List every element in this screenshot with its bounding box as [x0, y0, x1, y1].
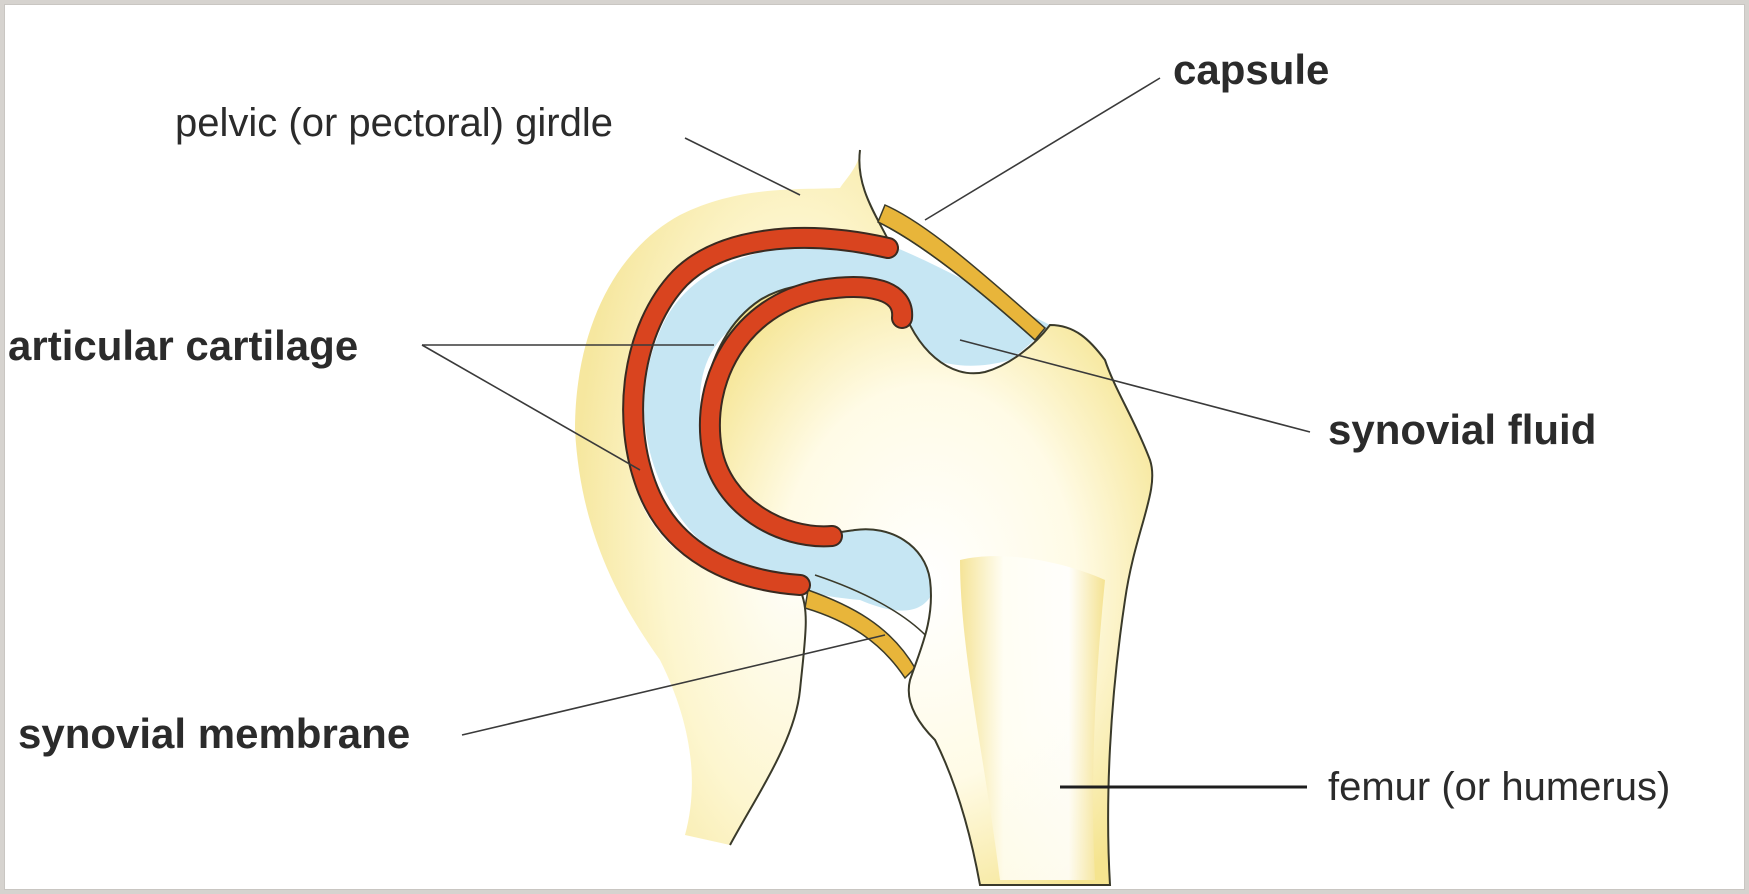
- label-fluid: synovial fluid: [1328, 406, 1596, 453]
- label-cartilage: articular cartilage: [8, 322, 358, 369]
- label-girdle: pelvic (or pectoral) girdle: [175, 101, 613, 145]
- label-capsule: capsule: [1173, 46, 1329, 93]
- leader-capsule: [925, 78, 1160, 220]
- leader-girdle: [685, 138, 800, 195]
- label-femur: femur (or humerus): [1328, 765, 1670, 809]
- label-membrane: synovial membrane: [18, 710, 410, 757]
